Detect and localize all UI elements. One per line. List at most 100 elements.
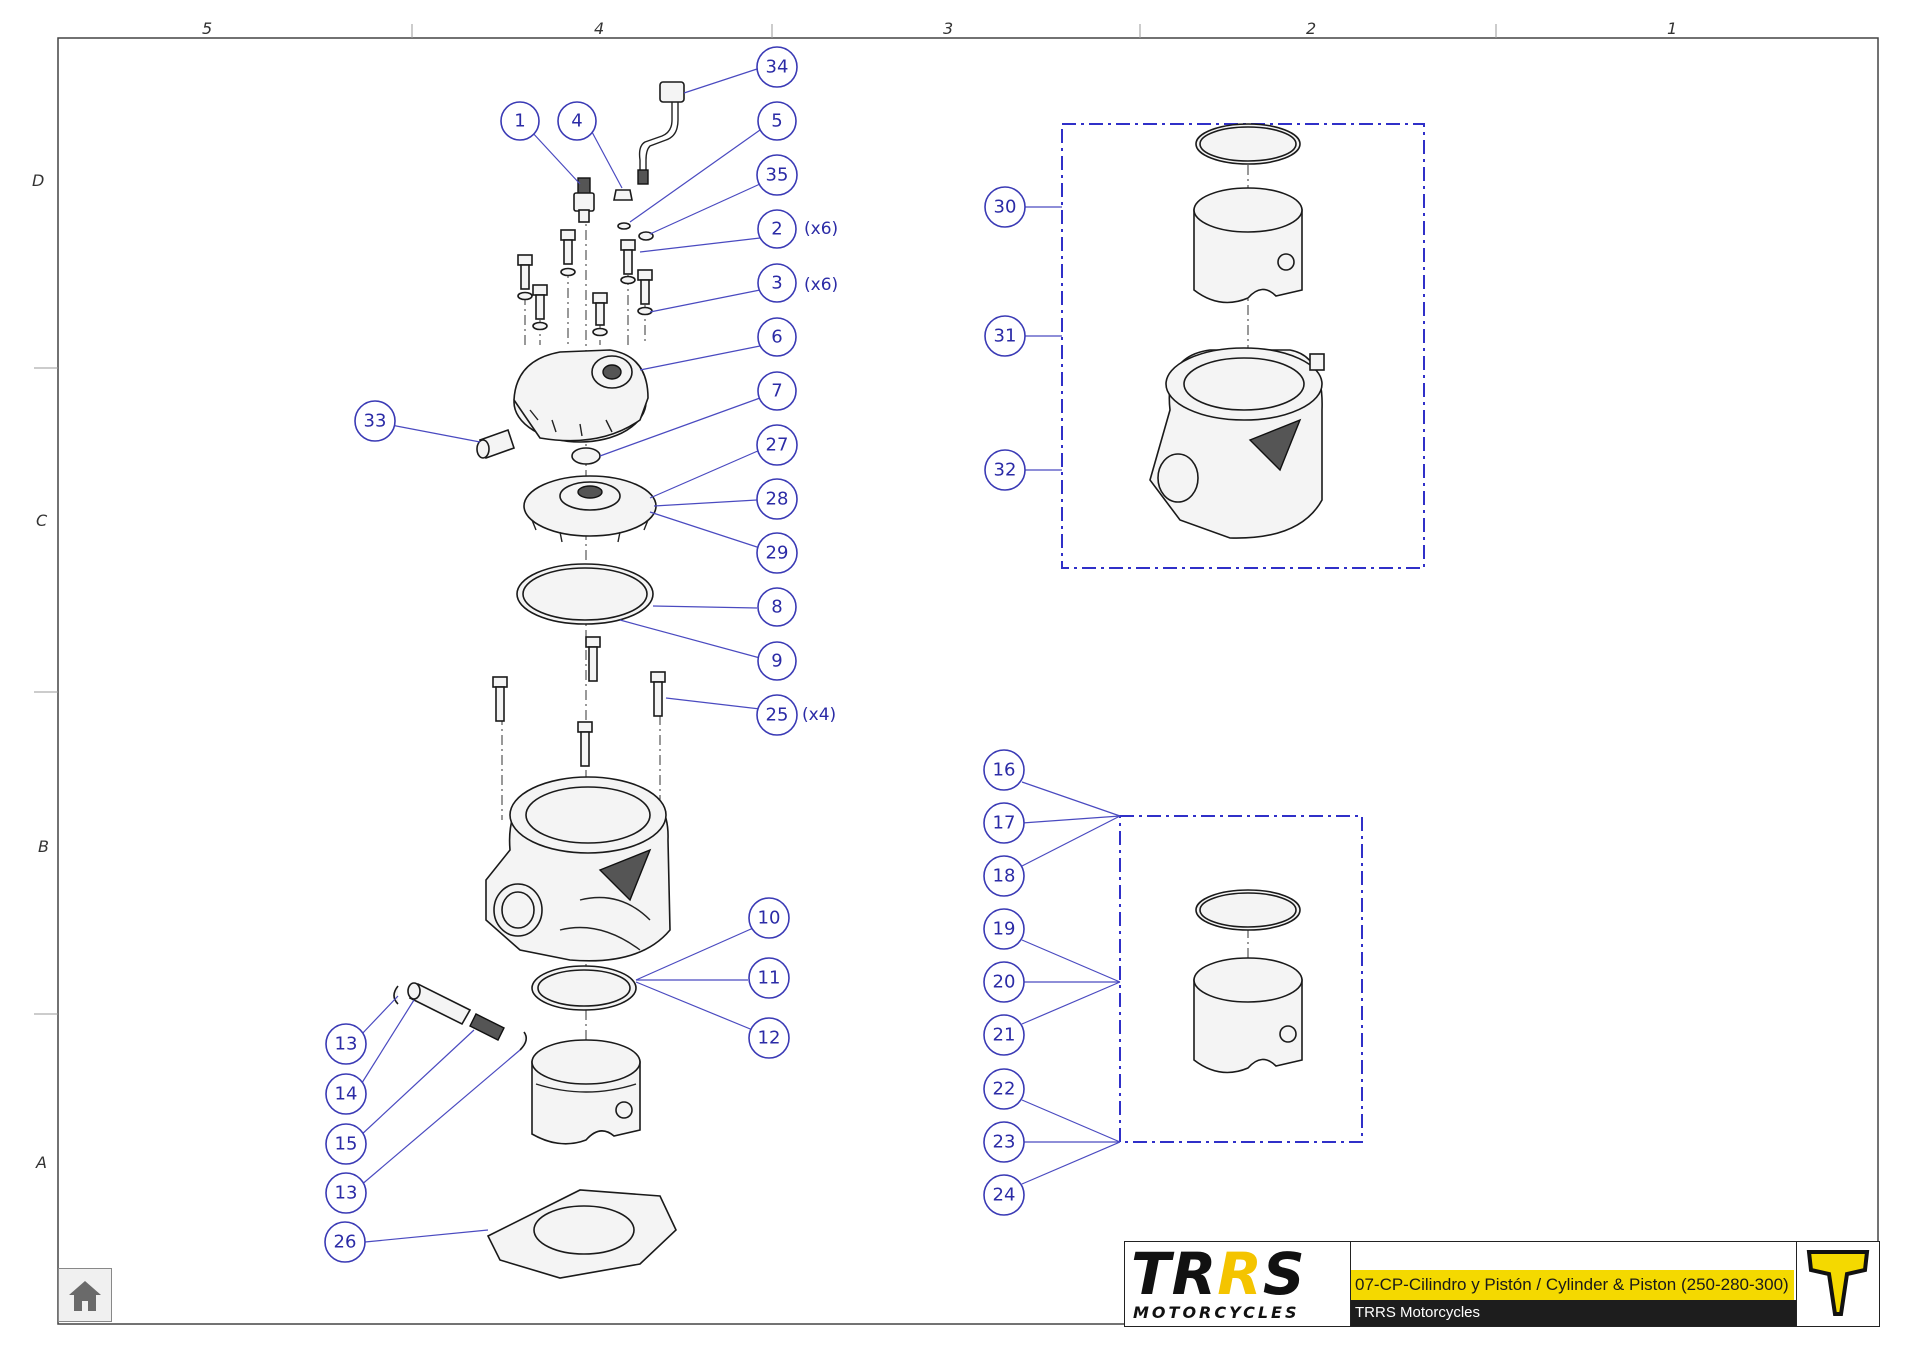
home-icon	[69, 1281, 101, 1311]
piston-main	[531, 1039, 641, 1145]
svg-text:18: 18	[993, 866, 1016, 887]
callout-16[interactable]: 16	[983, 749, 1025, 791]
callout-11[interactable]: 11	[748, 957, 790, 999]
piston-pin-set	[393, 982, 528, 1051]
home-button[interactable]	[58, 1268, 112, 1322]
callout-23[interactable]: 23	[983, 1121, 1025, 1163]
callout-12[interactable]: 12	[748, 1017, 790, 1059]
row-label-a: A	[35, 1153, 47, 1172]
svg-text:6: 6	[771, 327, 782, 348]
callout-14[interactable]: 14	[325, 1073, 367, 1115]
kit-piston	[1193, 187, 1303, 304]
callout-7[interactable]: 7	[757, 371, 797, 411]
kit-piston-ring	[1195, 123, 1301, 165]
svg-text:1: 1	[514, 111, 525, 132]
svg-text:30: 30	[994, 197, 1017, 218]
combustion-chamber-insert	[523, 475, 657, 543]
callout-17[interactable]: 17	[983, 802, 1025, 844]
svg-text:31: 31	[994, 326, 1017, 347]
head-bolts	[517, 229, 653, 337]
base-gasket-bore	[533, 1205, 635, 1255]
callout-21[interactable]: 21	[983, 1014, 1025, 1056]
callout-13-top[interactable]: 13	[325, 1023, 367, 1065]
column-label-4: 4	[594, 19, 604, 38]
svg-text:23: 23	[993, 1132, 1016, 1153]
svg-text:5: 5	[771, 111, 782, 132]
title-info: 07-CP-Cilindro y Pistón / Cylinder & Pis…	[1351, 1242, 1879, 1326]
svg-text:3: 3	[771, 273, 782, 294]
svg-text:17: 17	[993, 813, 1016, 834]
leader-lines	[359, 68, 1121, 1243]
svg-text:29: 29	[766, 543, 789, 564]
callout-6[interactable]: 6	[757, 317, 797, 357]
callout-35[interactable]: 35	[756, 154, 798, 196]
column-label-1: 1	[1667, 19, 1677, 38]
svg-text:35: 35	[766, 165, 789, 186]
row-label-d: D	[32, 171, 44, 190]
head-dowel	[476, 428, 516, 460]
base-gasket-inner	[537, 969, 631, 1007]
svg-text:19: 19	[993, 919, 1016, 940]
callout-8[interactable]: 8	[757, 587, 797, 627]
nut-and-washers	[613, 189, 654, 241]
head-gasket-small	[522, 567, 648, 621]
trrs-logo: TRRS MOTORCYCLES	[1125, 1242, 1351, 1326]
company-name: TRRS Motorcycles	[1351, 1300, 1798, 1326]
quantity-3: (x6)	[804, 275, 838, 295]
callout-30[interactable]: 30	[984, 186, 1026, 228]
svg-text:22: 22	[993, 1079, 1016, 1100]
svg-text:15: 15	[335, 1134, 358, 1155]
column-label-3: 3	[943, 19, 953, 38]
svg-text:25: 25	[766, 705, 789, 726]
callout-31[interactable]: 31	[984, 315, 1026, 357]
svg-text:13: 13	[335, 1034, 358, 1055]
kit-b-piston-ring	[1195, 889, 1301, 931]
temperature-sensor	[637, 81, 685, 185]
callout-1[interactable]: 1	[500, 101, 540, 141]
callout-18[interactable]: 18	[983, 855, 1025, 897]
svg-text:4: 4	[571, 111, 582, 132]
svg-text:9: 9	[771, 651, 782, 672]
callout-26[interactable]: 26	[324, 1221, 366, 1263]
svg-text:32: 32	[994, 460, 1017, 481]
callout-9[interactable]: 9	[757, 641, 797, 681]
callout-4[interactable]: 4	[557, 101, 597, 141]
callout-34[interactable]: 34	[756, 46, 798, 88]
callout-33[interactable]: 33	[354, 400, 396, 442]
callout-28[interactable]: 28	[756, 478, 798, 520]
callout-20[interactable]: 20	[983, 961, 1025, 1003]
callout-24[interactable]: 24	[983, 1174, 1025, 1216]
column-label-2: 2	[1306, 19, 1316, 38]
svg-text:13: 13	[335, 1183, 358, 1204]
callout-29[interactable]: 29	[756, 532, 798, 574]
callout-3[interactable]: 3	[757, 263, 797, 303]
svg-text:20: 20	[993, 972, 1016, 993]
kit-box-piston	[1119, 815, 1363, 1143]
callout-5[interactable]: 5	[757, 101, 797, 141]
row-label-c: C	[36, 511, 48, 530]
svg-text:16: 16	[993, 760, 1016, 781]
title-block: TRRS MOTORCYCLES 07-CP-Cilindro y Pistón…	[1124, 1241, 1880, 1327]
cylinder-studs	[492, 636, 666, 767]
circlip	[393, 985, 399, 1005]
svg-text:8: 8	[771, 597, 782, 618]
drawing-title: 07-CP-Cilindro y Pistón / Cylinder & Pis…	[1351, 1270, 1794, 1300]
svg-text:34: 34	[766, 57, 789, 78]
callout-32[interactable]: 32	[984, 449, 1026, 491]
svg-text:27: 27	[766, 435, 789, 456]
kit-cylinder	[1149, 347, 1325, 539]
callout-22[interactable]: 22	[983, 1068, 1025, 1110]
spark-plug	[573, 177, 595, 223]
svg-text:12: 12	[758, 1028, 781, 1049]
callout-2[interactable]: 2	[757, 209, 797, 249]
callout-15[interactable]: 15	[325, 1123, 367, 1165]
callout-10[interactable]: 10	[748, 897, 790, 939]
svg-text:10: 10	[758, 908, 781, 929]
callout-25[interactable]: 25	[756, 694, 798, 736]
svg-text:2: 2	[771, 219, 782, 240]
callout-27[interactable]: 27	[756, 424, 798, 466]
svg-text:24: 24	[993, 1185, 1016, 1206]
callout-19[interactable]: 19	[983, 908, 1025, 950]
svg-text:11: 11	[758, 968, 781, 989]
callout-13-bottom[interactable]: 13	[325, 1172, 367, 1214]
